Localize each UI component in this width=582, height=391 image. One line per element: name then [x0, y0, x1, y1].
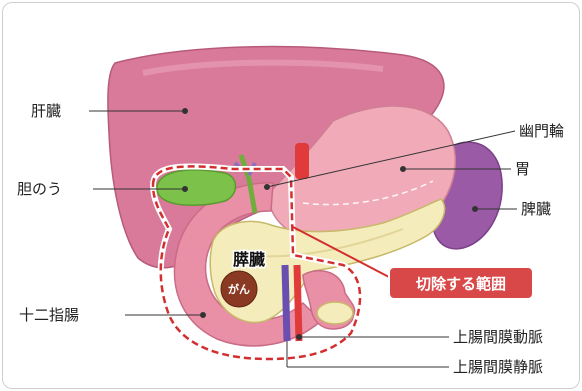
gallbladder-label: 胆のう [17, 180, 62, 198]
pancreas-label: 膵臓 [233, 250, 265, 269]
smv-label: 上腸間膜静脈 [453, 358, 543, 376]
duodenum-label: 十二指腸 [19, 306, 79, 324]
cancer-label: がん [228, 282, 250, 296]
sma-label: 上腸間膜動脈 [453, 328, 543, 346]
liver-label: 肝臓 [31, 102, 61, 120]
stomach-label: 胃 [515, 160, 530, 178]
anatomy-diagram: がん 膵臓 切除する範囲 肝臓 胆のう 十二指腸 幽門輪 胃 脾臓 上腸間膜動脈… [3, 3, 580, 389]
resection-range-label: 切除する範囲 [416, 275, 506, 293]
pylorus-label: 幽門輪 [519, 122, 564, 140]
aorta-segment [295, 143, 309, 179]
gallbladder-shape [157, 170, 236, 205]
spleen-label: 脾臓 [521, 200, 551, 218]
